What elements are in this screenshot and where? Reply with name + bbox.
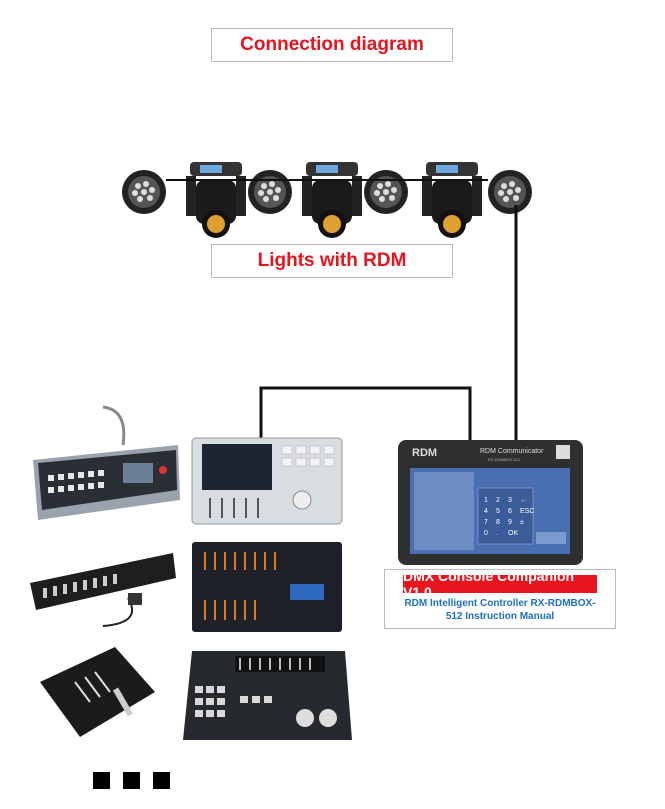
device-screen-title: RDM Communicator (480, 448, 544, 455)
keypad-key: ESC (520, 508, 534, 515)
rdm-lights-row (122, 162, 532, 238)
keypad-key: 7 (484, 519, 488, 526)
par-light (122, 170, 166, 214)
keypad-key: OK (508, 530, 518, 537)
keypad-key: 9 (508, 519, 512, 526)
keypad-key: 3 (508, 497, 512, 504)
moving-head-light (302, 162, 362, 238)
keypad-key: ← (520, 497, 527, 504)
lights-label: Lights with RDM (211, 244, 453, 278)
device-title-badge: DMX Console Companion V1.0 (403, 568, 597, 600)
dmx-controller-small (30, 553, 176, 627)
lighting-console-faders (192, 542, 342, 632)
lighting-console-large (33, 405, 180, 520)
moving-head-light (186, 162, 246, 238)
lighting-console-keypad (183, 651, 352, 740)
device-info-box: DMX Console Companion V1.0 RDM Intellige… (384, 568, 616, 629)
pager-square[interactable] (93, 772, 110, 789)
pager-square[interactable] (123, 772, 140, 789)
cable-console-to-rdm (259, 386, 472, 445)
device-brand-label: RDM (412, 447, 437, 459)
device-subtitle-line2: 512 Instruction Manual (445, 611, 555, 622)
dmx-controller-mini (40, 647, 155, 737)
keypad-key: 8 (496, 519, 500, 526)
pager-square[interactable] (153, 772, 170, 789)
keypad-key: 2 (496, 497, 500, 504)
lighting-console-touchscreen (191, 437, 343, 525)
device-subtitle-line1: RDM Intelligent Controller RX-RDMBOX- (404, 598, 596, 609)
keypad-key: 0 (484, 530, 488, 537)
rdm-communicator-device: RDM RDM Communicator RX-RDMBOX-512 1 2 3 ← 4… (398, 440, 583, 565)
keypad-key: 6 (508, 508, 512, 515)
par-light (488, 170, 532, 214)
device-model-label: RX-RDMBOX-512 (488, 457, 521, 462)
keypad-key: ± (520, 519, 524, 526)
keypad-key: 1 (484, 497, 488, 504)
keypad-key: 5 (496, 508, 500, 515)
moving-head-light (422, 162, 482, 238)
device-subtitle: RDM Intelligent Controller RX-RDMBOX- 51… (393, 597, 607, 623)
keypad-key: . (496, 530, 498, 537)
keypad-key: 4 (484, 508, 488, 515)
diagram-title: Connection diagram (211, 28, 453, 62)
